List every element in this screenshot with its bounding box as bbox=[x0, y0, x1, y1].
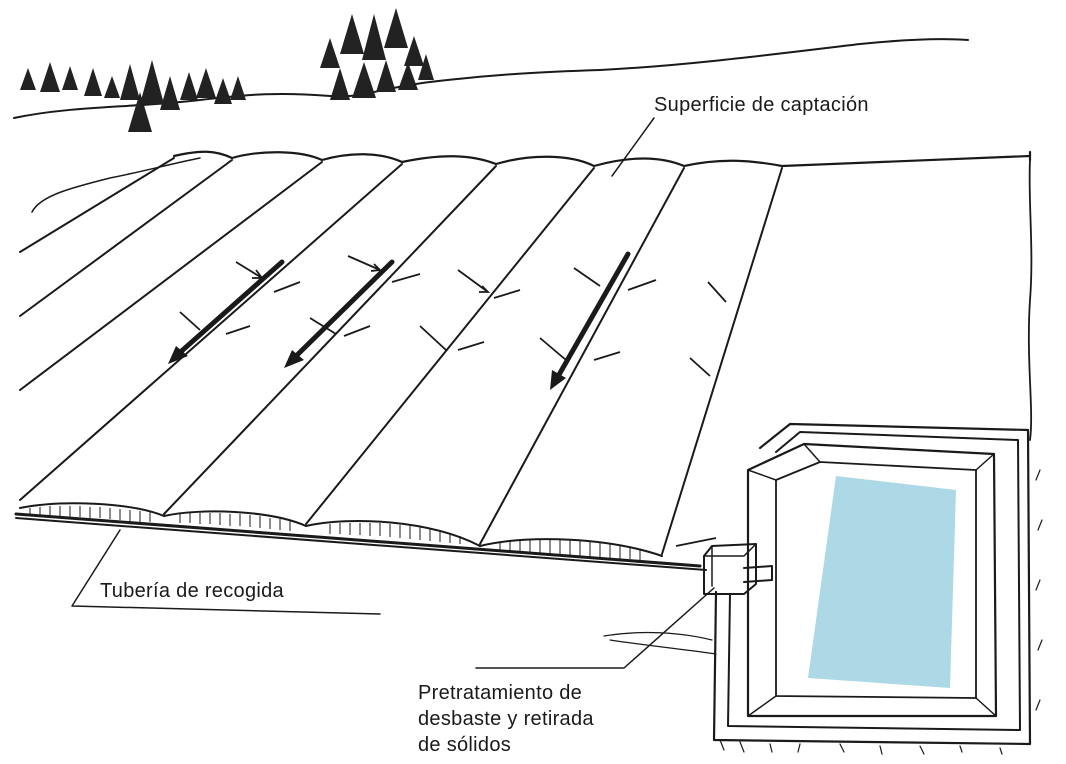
pretreatment-label: Pretratamiento de desbaste y retirada de… bbox=[418, 682, 594, 760]
water-fill bbox=[808, 476, 956, 688]
pretreatment-label-line-1: Pretratamiento de bbox=[418, 682, 583, 704]
leader-lines bbox=[71, 117, 715, 669]
collection-pipe bbox=[15, 517, 773, 595]
pretreatment-label-line-3: de sólidos bbox=[418, 734, 512, 756]
flow-arrow-icon bbox=[168, 251, 727, 547]
collection-pipe-label: Tubería de recogida bbox=[100, 580, 284, 602]
storage-tank bbox=[603, 422, 1043, 755]
landscape bbox=[13, 38, 969, 213]
catchment-surface-label: Superficie de captación bbox=[654, 94, 869, 116]
tree-icon bbox=[20, 8, 434, 132]
pretreatment-label-line-2: desbaste y retirada bbox=[418, 708, 594, 730]
catchment-surface bbox=[14, 150, 1033, 568]
